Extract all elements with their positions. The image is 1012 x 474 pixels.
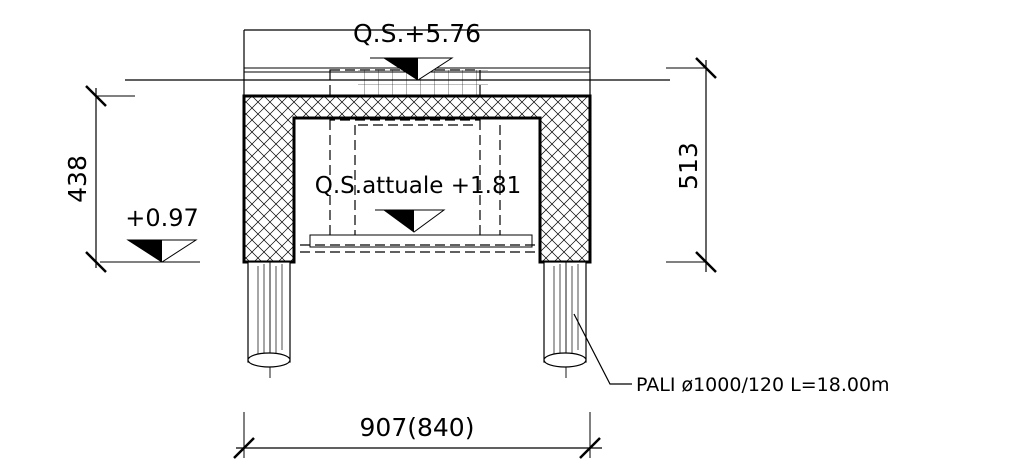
level-marker-current: [375, 209, 446, 233]
level-marker-top: [370, 57, 454, 81]
level-marker-left: [100, 239, 200, 263]
left-height-dimension: [85, 85, 135, 273]
current-level-label: Q.S.attuale +1.81: [315, 173, 521, 199]
existing-slab: [309, 234, 533, 248]
right-height-dim-label: 513: [674, 142, 703, 190]
pile-right: [543, 261, 587, 378]
top-level-label: Q.S.+5.76: [353, 19, 481, 48]
pile-left: [247, 261, 291, 378]
pile-note-leader: [573, 313, 632, 385]
left-height-dim-label: 438: [63, 155, 92, 203]
bottom-width-dim-label: 907(840): [360, 413, 475, 442]
right-height-dimension: [666, 57, 717, 273]
pile-note-label: PALI ø1000/120 L=18.00m: [636, 374, 890, 396]
bottom-width-dimension: [233, 412, 602, 459]
left-level-label: +0.97: [125, 204, 199, 232]
